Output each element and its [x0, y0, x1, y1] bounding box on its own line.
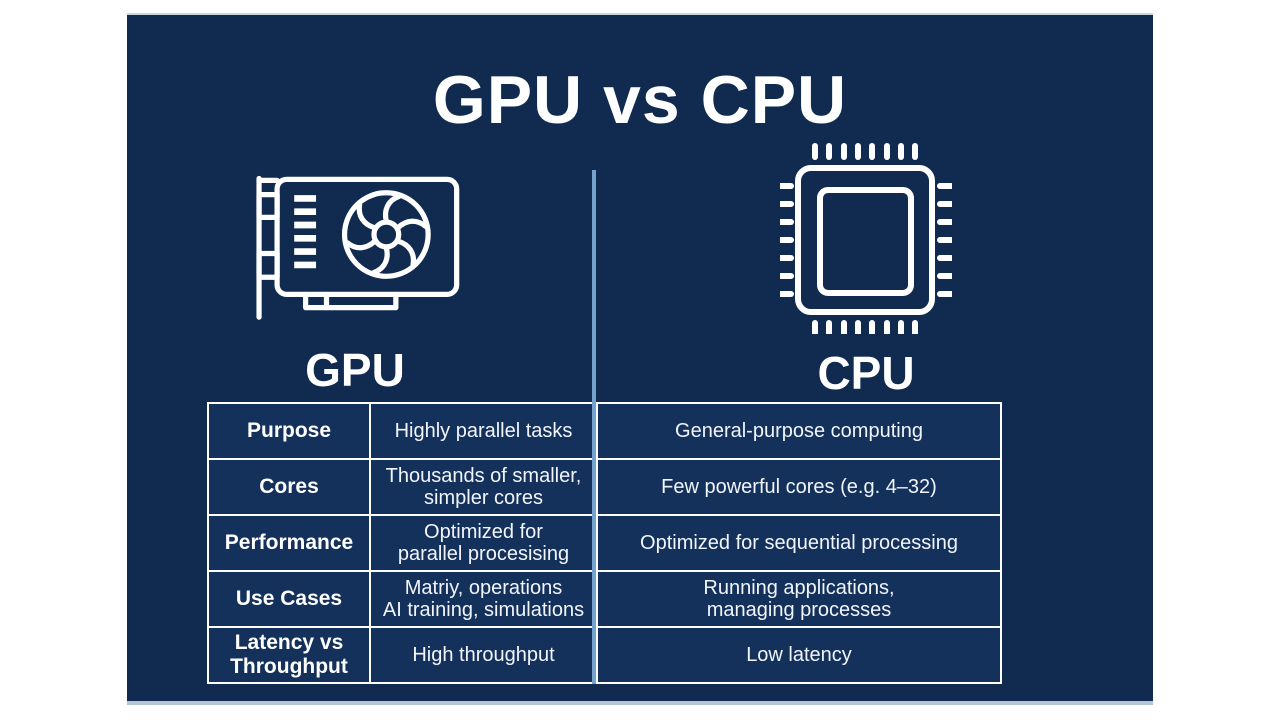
cell-performance-cpu: Optimized for sequential processing — [598, 516, 1000, 570]
row-label-cores: Cores — [209, 460, 369, 514]
cpu-heading: CPU — [817, 347, 915, 399]
gpu-heading: GPU — [305, 344, 405, 396]
cell-cores-cpu: Few powerful cores (e.g. 4–32) — [598, 460, 1000, 514]
cell-latency-gpu: High throughput — [371, 628, 596, 682]
comparison-table: Purpose Highly parallel tasks General-pu… — [207, 402, 1002, 684]
row-label-performance: Performance — [209, 516, 369, 570]
row-label-purpose: Purpose — [209, 404, 369, 458]
cell-cores-gpu: Thousands of smaller, simpler cores — [371, 460, 596, 514]
vertical-divider-line — [592, 170, 596, 684]
cell-latency-cpu: Low latency — [598, 628, 1000, 682]
row-label-latency: Latency vs Throughput — [209, 628, 369, 682]
page-title: GPU vs CPU — [432, 62, 848, 138]
row-label-use-cases: Use Cases — [209, 572, 369, 626]
infographic-panel: GPU vs CPU — [127, 13, 1153, 705]
gpu-graphics-card-icon — [241, 165, 469, 323]
cell-use-cases-gpu: Matriy, operations AI training, simulati… — [371, 572, 596, 626]
cell-purpose-gpu: Highly parallel tasks — [371, 404, 596, 458]
cpu-chip-icon — [780, 142, 952, 334]
cell-use-cases-cpu: Running applications, managing processes — [598, 572, 1000, 626]
cell-purpose-cpu: General-purpose computing — [598, 404, 1000, 458]
cell-performance-gpu: Optimized for parallel procesising — [371, 516, 596, 570]
